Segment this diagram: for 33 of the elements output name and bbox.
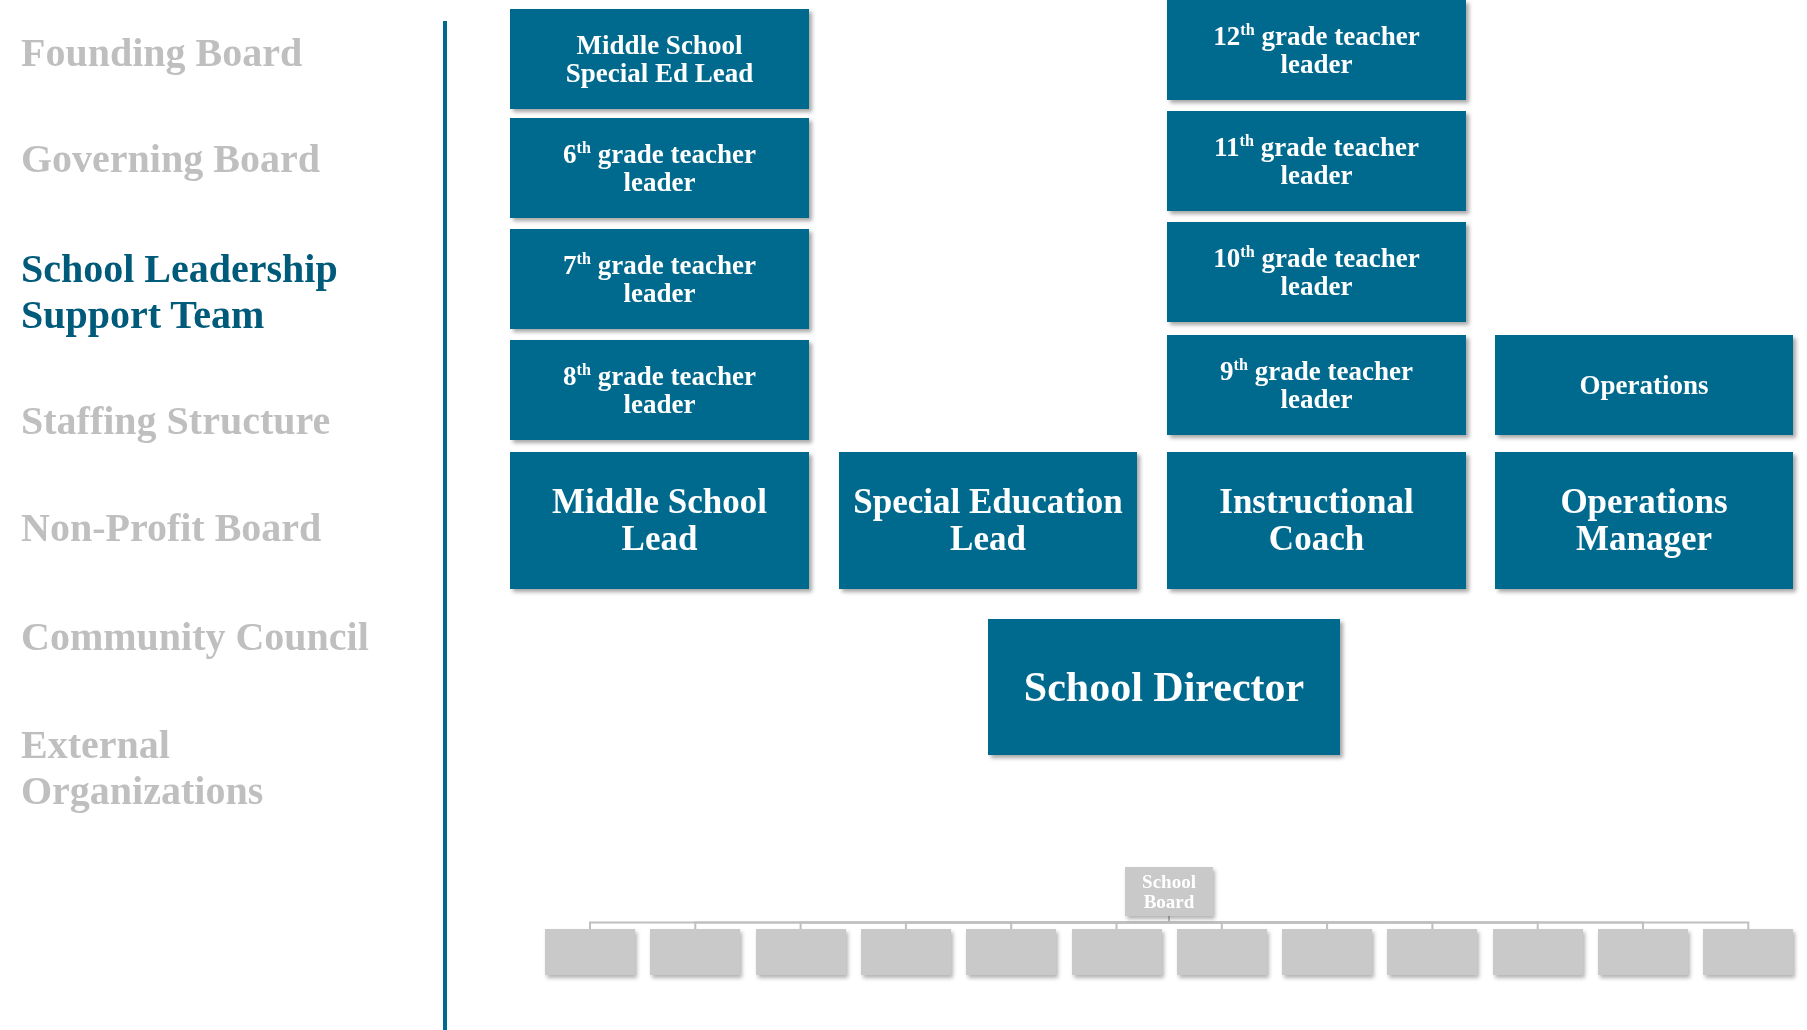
active-menu-item: School Leadership Support Team <box>21 246 339 338</box>
placeholder-box <box>755 929 846 975</box>
role-box: Operations Manager <box>1495 452 1793 589</box>
role-box: 8$^{th}$ grade teacher leader <box>510 340 809 440</box>
placeholder-box <box>1071 929 1162 975</box>
role-box: 12$^{th}$ grade teacher leader <box>1167 0 1466 100</box>
role-box: 11$^{th}$ grade teacher leader <box>1167 111 1466 211</box>
role-box: Middle School Special Ed Lead <box>510 9 809 109</box>
placeholder-box <box>1176 929 1267 975</box>
role-box: Special Education Lead <box>839 452 1137 589</box>
menu-item: Governing Board <box>21 136 321 182</box>
placeholder-box <box>860 929 951 975</box>
placeholder-box <box>545 929 635 975</box>
role-box: Middle School Lead <box>510 452 809 589</box>
placeholder-box <box>1492 929 1583 975</box>
placeholder-box <box>1387 929 1478 975</box>
menu-item: Community Council <box>21 614 370 660</box>
role-box: 10$^{th}$ grade teacher leader <box>1167 222 1466 322</box>
menu-item: External Organizations <box>21 722 265 814</box>
director-box: School Director <box>988 619 1340 755</box>
role-box: Operations <box>1495 335 1793 435</box>
menu-item: Non-Profit Board <box>21 505 323 551</box>
placeholder-box <box>1282 929 1373 975</box>
menu-item: Founding Board <box>21 30 304 76</box>
role-box: 7$^{th}$ grade teacher leader <box>510 229 809 329</box>
placeholder-box <box>1703 929 1794 975</box>
role-box: Instructional Coach <box>1167 452 1466 589</box>
role-box: 9$^{th}$ grade teacher leader <box>1167 335 1466 435</box>
menu-item: Staffing Structure <box>21 398 332 444</box>
placeholder-box <box>1598 929 1688 975</box>
placeholder-box <box>650 929 741 975</box>
placeholder-box <box>966 929 1057 975</box>
role-box: 6$^{th}$ grade teacher leader <box>510 118 809 218</box>
